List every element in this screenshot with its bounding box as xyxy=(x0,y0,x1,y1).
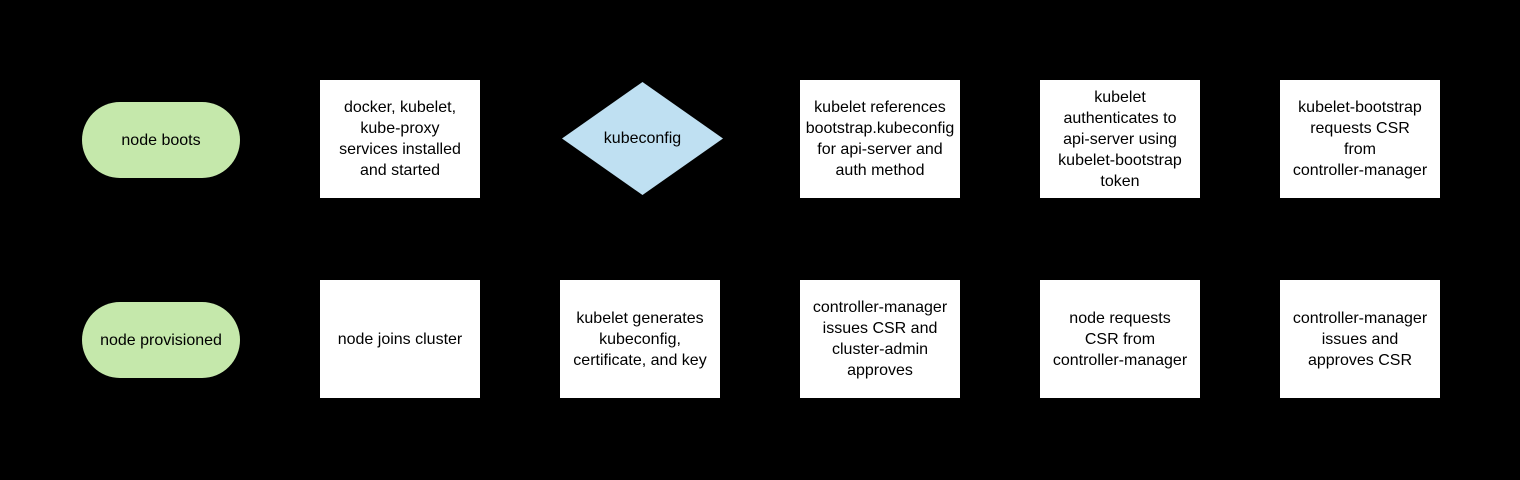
node-label: kubelet authenticates to api-server usin… xyxy=(1058,88,1182,190)
node-label: kubeconfig xyxy=(603,130,682,147)
process-node-requests-csr: node requests CSR from controller-manage… xyxy=(1040,280,1200,398)
node-label: kubelet generates kubeconfig, certificat… xyxy=(573,309,707,369)
node-label: controller-manager issues and approves C… xyxy=(1292,309,1428,369)
node-label: node joins cluster xyxy=(337,330,463,348)
node-label: docker, kubelet, kube-proxy services ins… xyxy=(339,99,461,179)
process-controller-manager-issues-csr-cluster-admin-approves: controller-manager issues CSR and cluste… xyxy=(800,280,960,398)
node-label: kubelet references bootstrap.kubeconfig … xyxy=(805,99,955,179)
process-node-joins-cluster: node joins cluster xyxy=(320,280,480,398)
process-controller-manager-issues-and-approves-csr: controller-manager issues and approves C… xyxy=(1280,280,1440,398)
process-kubelet-authenticates: kubelet authenticates to api-server usin… xyxy=(1040,80,1200,198)
node-label: node boots xyxy=(121,131,201,149)
process-kubelet-generates-kubeconfig: kubelet generates kubeconfig, certificat… xyxy=(560,280,720,398)
process-services-installed: docker, kubelet, kube-proxy services ins… xyxy=(320,80,480,198)
terminator-node-provisioned: node provisioned xyxy=(82,302,240,378)
process-kubelet-bootstrap-requests-csr: kubelet-bootstrap requests CSR from cont… xyxy=(1280,80,1440,198)
node-label: kubelet-bootstrap requests CSR from cont… xyxy=(1292,99,1428,179)
node-label: node requests CSR from controller-manage… xyxy=(1052,309,1188,369)
decision-kubeconfig: kubeconfig xyxy=(562,82,723,195)
node-label: node provisioned xyxy=(100,331,222,349)
process-kubelet-references-bootstrap-kubeconfig: kubelet references bootstrap.kubeconfig … xyxy=(800,80,960,198)
node-label: controller-manager issues CSR and cluste… xyxy=(812,299,948,379)
terminator-node-boots: node boots xyxy=(82,102,240,178)
